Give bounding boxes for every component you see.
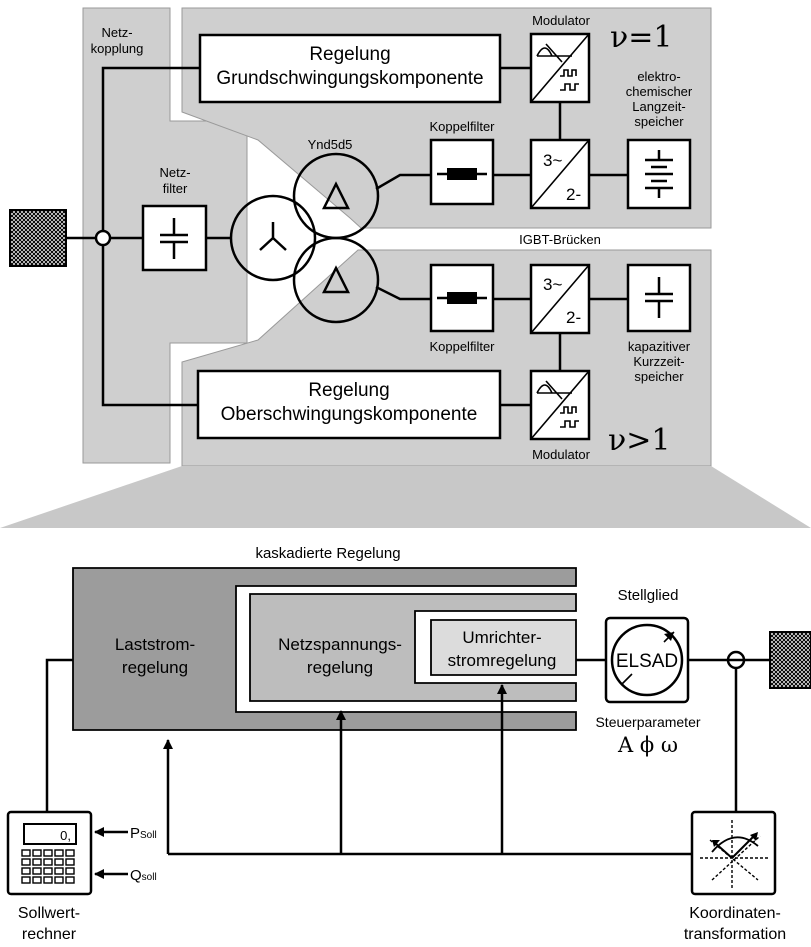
calculator-key (21, 858, 31, 866)
kaskadiert-label: kaskadierte Regelung (255, 545, 400, 562)
laststrom-line2: regelung (122, 658, 188, 677)
calculator-key (54, 858, 64, 866)
modulator-pulses-top (560, 69, 579, 91)
netzfilter-line2: filter (163, 181, 188, 196)
bus-vertical-wire (101, 66, 200, 407)
speicher-kurz-line2: Kurzzeit- (633, 354, 684, 369)
speicher-kurz-line1: kapazitiver (628, 339, 691, 354)
nu-bottom-label: ν>1 (608, 423, 670, 458)
transformer-label: Ynd5d5 (308, 137, 353, 152)
calculator-key (32, 867, 42, 875)
transformer-secondary-2 (292, 236, 380, 324)
koordinaten-line2: transformation (684, 926, 786, 943)
regelung-grund-box (198, 33, 502, 104)
calculator-key (21, 876, 31, 884)
inductor-symbol-bottom (447, 292, 477, 304)
delta-symbol-1 (321, 181, 351, 210)
calculator-key (43, 849, 53, 857)
capacitor-symbol (160, 218, 188, 259)
calculator-key (54, 867, 64, 875)
regelung-grund-line1: Regelung (309, 44, 390, 65)
calculator-key (54, 849, 64, 857)
lower-path-wire (375, 285, 628, 301)
calculator-key (32, 849, 42, 857)
calculator-key (43, 876, 53, 884)
speicher-lang-line4: speicher (634, 114, 684, 129)
netzspannung-block (249, 593, 577, 702)
kurzzeitspeicher-box (626, 263, 692, 333)
coordinate-transform-icon (700, 820, 768, 888)
regelung-ober-box (196, 369, 502, 440)
koppelfilter-top-label: Koppelfilter (429, 119, 495, 134)
speicher-lang-line2: chemischer (626, 84, 693, 99)
netzkopplung-line1: Netz- (101, 25, 132, 40)
speicher-lang-line1: elektro- (637, 69, 680, 84)
transformer-primary (229, 194, 317, 282)
coupling-node (94, 229, 112, 247)
elsad-label: ELSAD (616, 651, 678, 672)
conv-ac-top: 3~ (543, 151, 562, 170)
calculator-key (65, 858, 75, 866)
delta-symbol-2 (321, 265, 351, 294)
grid-terminal-top (9, 209, 67, 267)
sollwert-line1: Sollwert- (18, 905, 80, 922)
calculator-keypad (21, 849, 75, 884)
zoom-spread (0, 466, 811, 528)
calculator-key (21, 849, 31, 857)
umrichter-line2: stromregelung (448, 651, 557, 670)
star-symbol (259, 222, 287, 251)
steuerparameter-label: Steuerparameter (595, 714, 700, 730)
modulator-waveform-bottom (536, 380, 572, 400)
umrichter-line1: Umrichter- (462, 628, 541, 647)
calculator-key (21, 867, 31, 875)
calculator-key (32, 858, 42, 866)
conv-ac-bottom: 3~ (543, 275, 562, 294)
modulator-top-label: Modulator (532, 13, 590, 28)
params-label: A ϕ ω (617, 733, 678, 757)
modulator-waveform-top (536, 43, 572, 63)
netzfilter-box (141, 204, 208, 272)
nu-top-label: ν=1 (610, 20, 672, 55)
netzspannung-line2: regelung (307, 658, 373, 677)
umrichter-block (430, 619, 577, 676)
calculator-key (43, 858, 53, 866)
calculator-key (32, 876, 42, 884)
koppelfilter-bottom-label: Koppelfilter (429, 339, 495, 354)
calculator-key (43, 867, 53, 875)
koordinaten-line1: Koordinaten- (689, 905, 781, 922)
igbt-label: IGBT-Brücken (519, 232, 601, 247)
calculator-key (65, 867, 75, 875)
conv-dc-bottom: 2- (566, 308, 581, 327)
p-soll-label: PSoll (130, 825, 157, 842)
calculator-key (54, 876, 64, 884)
upper-path-wire (375, 173, 628, 191)
speicher-kurz-line3: speicher (634, 369, 684, 384)
netzkopplung-line2: kopplung (91, 41, 144, 56)
laststrom-block (72, 567, 577, 731)
sollwert-wire (45, 658, 73, 812)
netzfilter-line1: Netz- (159, 165, 190, 180)
calculator-display (23, 823, 77, 845)
conv-dc-top: 2- (566, 185, 581, 204)
netzspannung-line1: Netzspannungs- (278, 635, 402, 654)
calculator-key (65, 849, 75, 857)
stellglied-label: Stellglied (618, 587, 679, 604)
speicher-lang-line3: Langzeit- (632, 99, 685, 114)
calculator-display-value: 0, (60, 828, 71, 843)
laststrom-line1: Laststrom- (115, 635, 195, 654)
regelung-grund-line2: Grundschwingungskomponente (216, 68, 483, 89)
capacitor-symbol-storage (645, 277, 673, 318)
grid-terminal-bottom (769, 631, 811, 689)
regelung-ober-line2: Oberschwingungskomponente (221, 404, 478, 425)
modulator-bottom-label: Modulator (532, 447, 590, 462)
sollwert-line2: rechner (22, 926, 77, 943)
battery-symbol (645, 150, 673, 198)
calculator-key (65, 876, 75, 884)
inductor-symbol-top (447, 168, 477, 180)
regelung-ober-line1: Regelung (308, 380, 389, 401)
q-soll-label: Qsoll (130, 867, 157, 884)
modulator-pulses-bottom (560, 406, 579, 428)
koordinaten-box (690, 810, 777, 896)
